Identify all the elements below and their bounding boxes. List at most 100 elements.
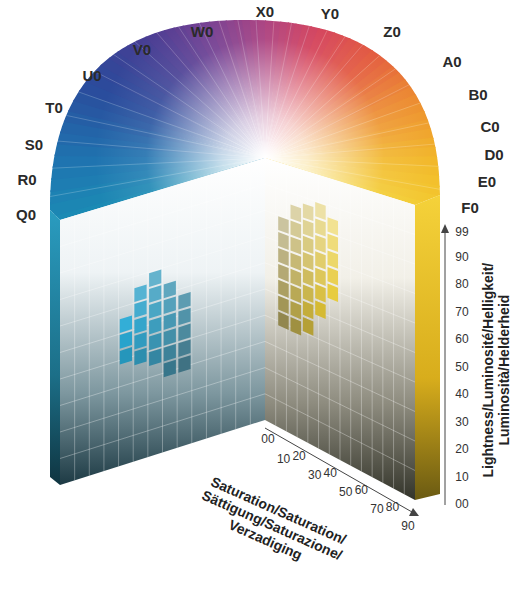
color-chip xyxy=(134,332,146,350)
grid-line xyxy=(404,202,405,495)
color-chip xyxy=(278,248,289,266)
axis-line xyxy=(265,428,412,512)
grid-line xyxy=(393,198,394,488)
color-chip xyxy=(291,285,302,303)
color-chip xyxy=(178,308,190,325)
color-chip xyxy=(328,267,339,286)
axis-value: 70 xyxy=(455,306,468,320)
color-chip xyxy=(278,264,289,282)
hue-code: U0 xyxy=(82,67,101,84)
axis-value: 20 xyxy=(292,450,305,464)
color-chip xyxy=(303,220,314,238)
color-chip xyxy=(303,301,314,320)
color-chips xyxy=(120,202,338,377)
color-chip xyxy=(291,205,302,223)
color-chip xyxy=(303,317,314,336)
hue-code: B0 xyxy=(468,86,487,103)
color-chip xyxy=(303,236,314,254)
grid-line xyxy=(177,185,178,448)
color-chip xyxy=(315,268,326,286)
color-chip xyxy=(278,296,289,314)
axis-value: 10 xyxy=(277,453,290,467)
color-chip xyxy=(164,297,176,314)
color-chip xyxy=(315,300,326,319)
color-chip xyxy=(120,315,132,333)
color-chip xyxy=(315,219,326,237)
axis-value: 20 xyxy=(455,443,468,457)
grid-line xyxy=(118,202,119,466)
grid-line xyxy=(235,167,236,429)
grid-line xyxy=(89,211,90,476)
color-chip xyxy=(149,333,161,351)
color-chip xyxy=(315,251,326,269)
grid-line xyxy=(372,192,373,478)
color-chip xyxy=(328,284,339,303)
axis-line xyxy=(445,232,446,505)
axis-value: 00 xyxy=(261,433,274,447)
axis-arrow xyxy=(441,224,449,233)
color-chip xyxy=(303,268,314,286)
color-chip xyxy=(149,270,161,287)
grid-line xyxy=(382,195,383,483)
color-chip xyxy=(164,328,176,346)
hue-code: W0 xyxy=(191,23,214,40)
axis-value: 50 xyxy=(339,486,352,500)
axis-value: 60 xyxy=(455,333,468,347)
color-chip xyxy=(278,312,289,330)
axis-arrow xyxy=(409,508,419,516)
hue-code: T0 xyxy=(45,99,63,116)
color-chip xyxy=(315,235,326,253)
grid-line xyxy=(162,189,163,453)
hue-code: V0 xyxy=(133,41,151,58)
hue-code: F0 xyxy=(461,199,479,216)
hue-code: Q0 xyxy=(16,206,36,223)
color-chip xyxy=(291,317,302,336)
axis-value: 50 xyxy=(455,361,468,375)
cylinder-side xyxy=(415,195,440,500)
grid-line xyxy=(340,182,341,461)
color-chip xyxy=(178,292,190,309)
color-chip xyxy=(303,285,314,303)
grid-line xyxy=(275,161,276,425)
axis-title: Saturation/Saturation/ Sättigung/Saturaz… xyxy=(185,468,360,581)
color-chip xyxy=(303,203,314,221)
axis-value: 30 xyxy=(308,469,321,483)
hue-plane xyxy=(60,158,265,485)
color-chip xyxy=(303,252,314,270)
grid-line xyxy=(133,198,134,462)
axis-title: Lightness/Luminosité/Helligkeit/ Luminos… xyxy=(480,253,512,488)
color-chip xyxy=(164,312,176,330)
hue-code: E0 xyxy=(478,173,496,190)
axis-value: 90 xyxy=(455,251,468,265)
axis-value: 99 xyxy=(455,226,468,240)
axis-value: 70 xyxy=(370,503,383,517)
grid-lines xyxy=(60,161,415,494)
color-chip xyxy=(134,316,146,334)
grid-line xyxy=(361,188,362,471)
color-chip xyxy=(291,301,302,320)
grid-line xyxy=(103,207,104,471)
color-chip xyxy=(149,317,161,335)
color-chip xyxy=(178,355,190,373)
grid-line xyxy=(74,216,75,481)
hue-code: D0 xyxy=(484,146,503,163)
color-chip xyxy=(291,237,302,255)
axis-value: 80 xyxy=(386,501,399,515)
axis-value: 00 xyxy=(455,498,468,512)
color-chip xyxy=(164,344,176,362)
color-chip xyxy=(149,285,161,303)
color-chip xyxy=(278,216,289,234)
hue-code: S0 xyxy=(25,136,43,153)
color-chip xyxy=(328,250,339,268)
axis-value: 90 xyxy=(401,520,414,534)
hue-code: X0 xyxy=(256,3,274,20)
color-chip xyxy=(315,202,326,220)
color-chip xyxy=(291,253,302,271)
color-chip xyxy=(134,300,146,318)
axis-value: 40 xyxy=(455,388,468,402)
grid-line xyxy=(206,176,207,439)
grid-line xyxy=(147,193,148,457)
color-chip xyxy=(120,331,132,349)
axis-value: 60 xyxy=(355,484,368,498)
axis-value: 30 xyxy=(455,416,468,430)
